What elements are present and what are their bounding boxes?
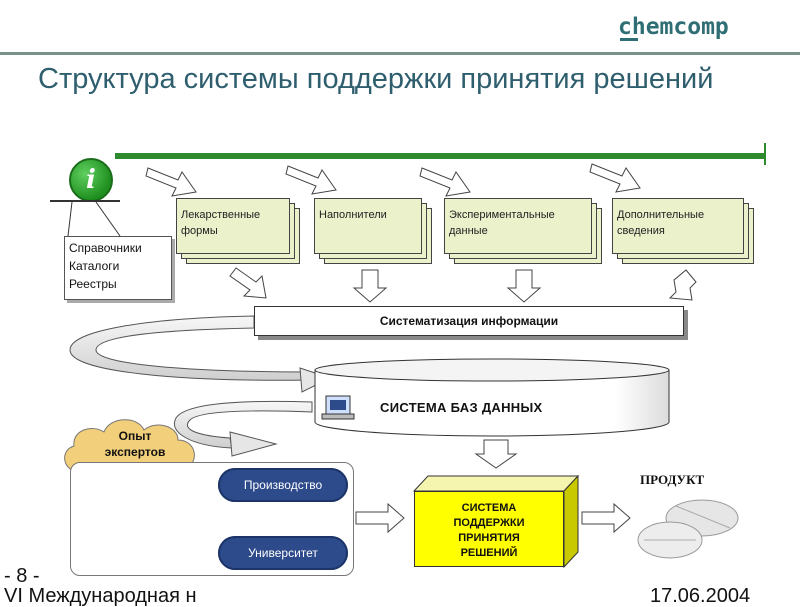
reference-item: Реестры — [69, 277, 117, 291]
references-box: Справочники Каталоги Реестры — [64, 236, 172, 300]
dss-label-line: СИСТЕМА — [461, 502, 517, 514]
event-name: VI Международная н — [4, 585, 197, 607]
info-connector — [95, 201, 121, 237]
reference-item: Справочники — [69, 241, 142, 255]
dss-label-line: ПРИНЯТИЯ — [458, 532, 520, 544]
hollow-arrow — [419, 167, 471, 197]
product-label: ПРОДУКТ — [640, 472, 705, 487]
dss-box: СИСТЕМА ПОДДЕРЖКИ ПРИНЯТИЯ РЕШЕНИЙ — [414, 491, 564, 567]
hollow-arrow — [506, 269, 542, 303]
source-doc-label: Дополнительные сведения — [612, 198, 744, 254]
page-number: - 8 - — [4, 565, 40, 587]
production-pill: Производство — [218, 468, 348, 502]
dss-box-top — [412, 475, 580, 492]
reference-item: Каталоги — [69, 259, 120, 273]
info-icon-base — [50, 200, 120, 202]
hollow-arrow — [352, 269, 388, 303]
dss-label-line: РЕШЕНИЙ — [460, 547, 518, 559]
chemcomp-logo: chemcomp — [618, 14, 729, 40]
green-timeline-bar — [115, 153, 765, 159]
hollow-arrow — [668, 269, 697, 301]
source-doc-label: Наполнители — [314, 198, 422, 254]
dss-label-line: ПОДДЕРЖКИ — [453, 517, 525, 529]
hollow-arrow — [589, 163, 641, 193]
hollow-arrow — [145, 167, 197, 197]
hollow-arrow — [355, 502, 405, 534]
source-doc-label: Лекарственные формы — [176, 198, 290, 254]
tablet-icon — [675, 505, 731, 529]
source-doc: Дополнительные сведения — [612, 198, 754, 264]
info-connector — [67, 201, 73, 237]
source-doc: Наполнители — [314, 198, 432, 264]
slide-title: Структура системы поддержки принятия реш… — [38, 63, 714, 95]
hollow-arrow — [474, 439, 518, 469]
university-pill: Университет — [218, 536, 348, 570]
database-cylinder — [314, 358, 670, 437]
source-doc: Лекарственные формы — [176, 198, 300, 264]
hollow-arrow — [285, 165, 337, 195]
source-doc-label: Экспериментальные данные — [444, 198, 592, 254]
loop-arrow-head — [229, 431, 278, 457]
dss-box-side — [563, 474, 579, 569]
hollow-arrow — [581, 502, 631, 534]
header-divider — [0, 52, 800, 55]
experts-label: Опыт экспертов — [104, 429, 166, 459]
database-label: СИСТЕМА БАЗ ДАННЫХ — [380, 400, 543, 415]
hollow-arrow — [229, 267, 267, 299]
slide-date: 17.06.2004 — [650, 585, 751, 607]
green-timeline-tick — [764, 143, 766, 165]
logo-underline — [620, 38, 638, 41]
source-doc: Экспериментальные данные — [444, 198, 602, 264]
systematization-bar: Систематизация информации — [254, 306, 684, 336]
